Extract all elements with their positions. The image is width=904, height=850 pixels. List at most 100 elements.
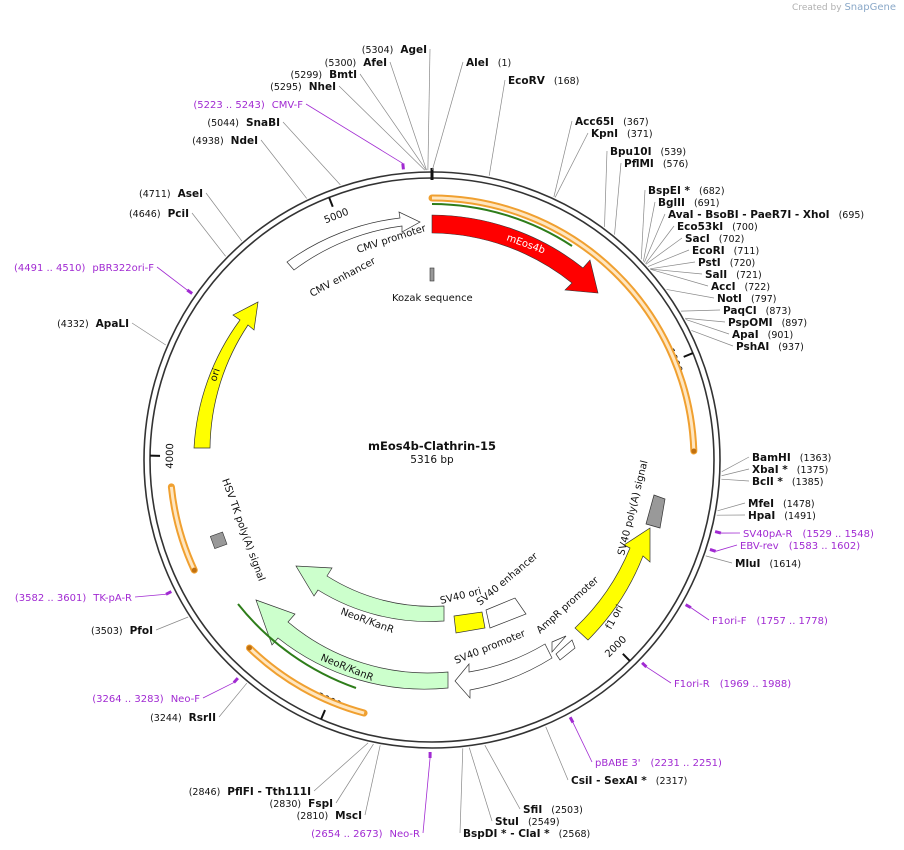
- enzyme-site[interactable]: (3503)PfoI: [91, 625, 153, 637]
- primer[interactable]: (2654 .. 2673)Neo-R: [311, 829, 420, 840]
- feature-cmv-promoter[interactable]: [286, 211, 421, 271]
- enzyme-site[interactable]: AccI(722): [711, 281, 770, 293]
- primer-mark: [641, 661, 648, 669]
- enzyme-leader: [717, 502, 746, 512]
- enzyme-site[interactable]: PflMI(576): [624, 158, 688, 170]
- enzyme-name: SnaBI: [246, 117, 280, 129]
- enzyme-site[interactable]: (2846)PflFI - Tth111I: [189, 786, 311, 798]
- enzyme-site[interactable]: (4646)PciI: [129, 208, 189, 220]
- primer-leader: [690, 607, 710, 621]
- enzyme-site[interactable]: EcoRI(711): [692, 245, 759, 257]
- enzyme-site[interactable]: (5295)NheI: [270, 81, 336, 93]
- enzyme-site[interactable]: (5044)SnaBI: [207, 117, 280, 129]
- primer[interactable]: EBV-rev(1583 .. 1602): [740, 541, 860, 552]
- feature-sv40-polya[interactable]: [645, 494, 666, 529]
- feature-neor-kanr-1[interactable]: [295, 565, 445, 622]
- enzyme-leader: [666, 289, 715, 299]
- enzyme-position: (539): [661, 147, 687, 158]
- primer[interactable]: (3264 .. 3283)Neo-F: [92, 694, 200, 705]
- enzyme-site[interactable]: (5299)BmtI: [291, 69, 357, 81]
- feature-kozak[interactable]: [429, 267, 435, 282]
- feature-hsv-tk-polya[interactable]: [209, 531, 228, 550]
- feature-f1-ori[interactable]: [574, 527, 651, 641]
- primer[interactable]: F1ori-R(1969 .. 1988): [674, 679, 791, 690]
- enzyme-position: (3244): [150, 713, 182, 724]
- enzyme-site[interactable]: (5300)AfeI: [325, 57, 387, 69]
- enzyme-position: (1385): [792, 477, 824, 488]
- enzyme-site[interactable]: Acc65I(367): [575, 116, 649, 128]
- feature-sv40-enhancer[interactable]: [485, 597, 527, 629]
- primer-name: F1ori-F: [712, 616, 747, 627]
- primer-mark: [684, 603, 692, 609]
- primer-name: pBABE 3': [595, 758, 641, 769]
- enzyme-site[interactable]: (2810)MscI: [297, 810, 362, 822]
- enzyme-site[interactable]: AleI(1): [466, 57, 511, 69]
- enzyme-site[interactable]: PaqCI(873): [723, 305, 791, 317]
- enzyme-site[interactable]: StuI(2549): [495, 816, 560, 828]
- enzyme-site[interactable]: CsiI - SexAI *(2317): [571, 775, 687, 787]
- snapgene-credit: Created by SnapGene: [792, 2, 896, 13]
- enzyme-leader: [643, 201, 656, 262]
- feature-mEos4b[interactable]: [431, 214, 599, 294]
- enzyme-site[interactable]: (4711)AseI: [139, 188, 203, 200]
- enzyme-site[interactable]: PspOMI(897): [728, 317, 807, 329]
- orf-neo-inner: [248, 646, 365, 715]
- enzyme-site[interactable]: XbaI *(1375): [752, 464, 828, 476]
- enzyme-site[interactable]: EcoRV(168): [508, 75, 579, 87]
- enzyme-site[interactable]: HpaI(1491): [748, 510, 816, 522]
- enzyme-leader: [191, 212, 226, 257]
- primer[interactable]: (5223 .. 5243)CMV-F: [193, 100, 303, 111]
- enzyme-site[interactable]: SacI(702): [685, 233, 744, 245]
- enzyme-leader: [685, 319, 730, 335]
- enzyme-site[interactable]: (5304)AgeI: [362, 44, 427, 56]
- feature-ori[interactable]: [193, 301, 259, 449]
- enzyme-site[interactable]: BclI *(1385): [752, 476, 823, 488]
- primer-name: CMV-F: [272, 100, 303, 111]
- primer[interactable]: pBABE 3'(2231 .. 2251): [595, 758, 722, 769]
- enzyme-site[interactable]: KpnI(371): [591, 128, 653, 140]
- tick-label: 4000: [165, 443, 176, 469]
- enzyme-site[interactable]: (4938)NdeI: [192, 135, 258, 147]
- enzyme-site[interactable]: BspDI * - ClaI *(2568): [463, 828, 590, 840]
- enzyme-site[interactable]: PshAI(937): [736, 341, 804, 353]
- enzyme-site[interactable]: BspEI *(682): [648, 185, 725, 197]
- enzyme-site[interactable]: AvaI - BsoBI - PaeR7I - XhoI(695): [668, 209, 864, 221]
- enzyme-site[interactable]: SalI(721): [705, 269, 762, 281]
- feature-ampr-promoter[interactable]: [551, 635, 576, 661]
- enzyme-name: AseI: [178, 188, 203, 200]
- enzyme-site[interactable]: SfiI(2503): [523, 804, 583, 816]
- enzyme-site[interactable]: MluI(1614): [735, 558, 801, 570]
- primer-leader: [572, 722, 593, 763]
- enzyme-site[interactable]: ApaI(901): [732, 329, 793, 341]
- enzyme-position: (1363): [800, 453, 832, 464]
- enzyme-position: (1375): [797, 465, 829, 476]
- enzyme-site[interactable]: NotI(797): [717, 293, 776, 305]
- enzyme-position: (691): [694, 198, 720, 209]
- enzyme-name: ApaI: [732, 329, 759, 341]
- enzyme-site[interactable]: (2830)FspI: [270, 798, 333, 810]
- enzyme-site[interactable]: (4332)ApaLI: [57, 318, 129, 330]
- primer[interactable]: F1ori-F(1757 .. 1778): [712, 616, 828, 627]
- enzyme-site[interactable]: MfeI(1478): [748, 498, 815, 510]
- feature-sv40-ori[interactable]: [453, 611, 486, 634]
- enzyme-site[interactable]: Bpu10I(539): [610, 146, 686, 158]
- enzyme-site[interactable]: BamHI(1363): [752, 452, 831, 464]
- primer[interactable]: (4491 .. 4510)pBR322ori-F: [14, 263, 154, 274]
- feature-neor-kanr-2[interactable]: [255, 599, 449, 690]
- enzyme-site[interactable]: (3244)RsrII: [150, 712, 216, 724]
- enzyme-site[interactable]: PstI(720): [698, 257, 755, 269]
- enzyme-site[interactable]: Eco53kI(700): [677, 221, 758, 233]
- enzyme-name: BspDI * - ClaI *: [463, 828, 550, 840]
- orf-tk[interactable]: [167, 483, 198, 574]
- enzyme-leader: [545, 726, 569, 781]
- feature-sv40-promoter[interactable]: [454, 643, 553, 699]
- enzyme-position: (873): [766, 306, 792, 317]
- primer[interactable]: SV40pA-R(1529 .. 1548): [743, 529, 874, 540]
- enzyme-position: (168): [554, 76, 580, 87]
- feature-label-hsv-tk: HSV TK poly(A) signal: [219, 477, 266, 583]
- primer[interactable]: (3582 .. 3601)TK-pA-R: [15, 593, 132, 604]
- primer-leader: [134, 593, 167, 598]
- enzyme-leader: [721, 468, 750, 477]
- enzyme-site[interactable]: BglII(691): [658, 197, 719, 209]
- enzyme-position: (4332): [57, 319, 89, 330]
